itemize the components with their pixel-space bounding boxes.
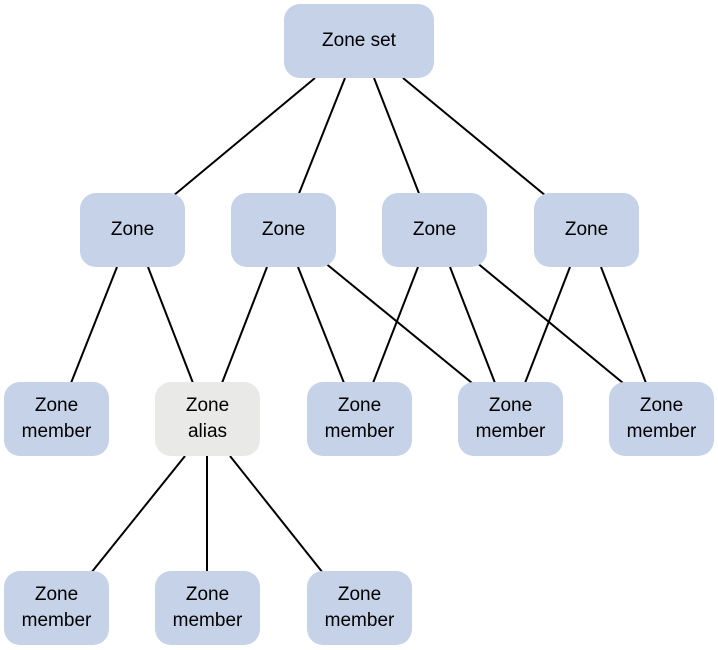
edge-zoneset-zone2	[297, 77, 346, 197]
edge-zone4-memberc	[524, 266, 571, 384]
edge-zoneset-zone4	[402, 77, 547, 197]
edge-zone2-memberc	[323, 261, 473, 384]
zone-label: Zone	[564, 219, 609, 240]
zone-alias-node: Zone alias	[155, 382, 260, 456]
edge-alias-memberg	[229, 455, 324, 574]
zone-set-label: Zone set	[322, 30, 396, 51]
edge-zone3-memberc	[449, 266, 496, 384]
zone-member-label: Zone member	[21, 395, 92, 442]
zone-member-node-f: Zone member	[155, 571, 260, 645]
edge-zone2-memberb	[297, 266, 345, 384]
zone-node-2: Zone	[231, 193, 336, 267]
zone-member-label: Zone member	[21, 584, 92, 631]
zone-member-label: Zone member	[324, 395, 395, 442]
zone-member-node-e: Zone member	[4, 571, 109, 645]
zone-member-label: Zone member	[172, 584, 243, 631]
edge-zone1-membera	[70, 266, 118, 384]
zone-set-node: Zone set	[284, 4, 434, 78]
zone-label: Zone	[412, 219, 457, 240]
edge-zone3-memberb	[372, 266, 419, 384]
zone-member-node-c: Zone member	[458, 382, 563, 456]
edge-zoneset-zone3	[373, 77, 421, 197]
zone-node-3: Zone	[382, 193, 487, 267]
zone-member-node-b: Zone member	[307, 382, 412, 456]
zone-member-label: Zone member	[324, 584, 395, 631]
edge-alias-membere	[90, 455, 186, 574]
zone-member-label: Zone member	[626, 395, 697, 442]
zone-alias-label: Zone alias	[185, 395, 230, 442]
edge-zoneset-zone1	[172, 77, 316, 197]
zone-member-label: Zone member	[475, 395, 546, 442]
edge-zone4-memberd	[600, 266, 647, 384]
zone-label: Zone	[261, 219, 306, 240]
edge-zone2-alias	[221, 266, 268, 384]
zone-label: Zone	[110, 219, 155, 240]
zone-member-node-a: Zone member	[4, 382, 109, 456]
edge-zone1-alias	[147, 266, 194, 384]
zone-member-node-d: Zone member	[609, 382, 714, 456]
zone-member-node-g: Zone member	[307, 571, 412, 645]
zone-node-1: Zone	[80, 193, 185, 267]
zone-node-4: Zone	[534, 193, 639, 267]
